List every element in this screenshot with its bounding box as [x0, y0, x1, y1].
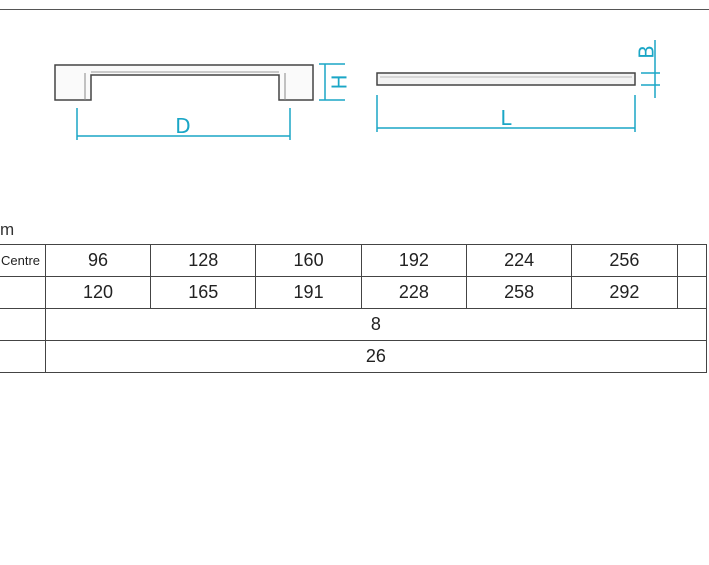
top-border-line: [0, 9, 709, 10]
h-dimension-label: H: [328, 74, 352, 89]
handle-top-view: [376, 72, 636, 86]
table-cell: 192: [360, 244, 468, 277]
row-header: [0, 340, 46, 373]
table-cell: 191: [255, 276, 362, 309]
d-dimension-label: D: [175, 114, 190, 138]
table-cell: 96: [44, 244, 152, 277]
table-cell: 165: [150, 276, 257, 309]
b-dimension: [641, 40, 660, 98]
table-cell: [676, 276, 708, 309]
table-row-length: 120 165 191 228 258 292: [0, 276, 708, 309]
row-header: [0, 308, 46, 341]
h-dimension: [319, 63, 345, 101]
table-cell: 256: [571, 244, 678, 277]
table-cell: 258: [465, 276, 573, 309]
table-cell: 228: [360, 276, 468, 309]
technical-drawing: H D B L: [54, 40, 660, 140]
unit-label-fragment: m: [0, 220, 15, 239]
table-cell: 224: [465, 244, 573, 277]
table-cell-span: 8: [44, 308, 708, 341]
row-header: [0, 276, 46, 309]
handle-side-view: [54, 64, 314, 101]
dimensions-table: Centre 96 128 160 192 224 256 120 165 19…: [0, 244, 708, 373]
table-cell: 120: [44, 276, 152, 309]
table-row-height: 26: [0, 340, 708, 373]
table-row-centre: Centre 96 128 160 192 224 256: [0, 244, 708, 277]
table-row-width: 8: [0, 308, 708, 341]
row-header-centre: Centre: [0, 244, 46, 277]
l-dimension-label: L: [500, 106, 512, 130]
l-dimension: [376, 95, 636, 132]
table-cell: 292: [571, 276, 678, 309]
table-cell: 160: [255, 244, 362, 277]
b-dimension-label: B: [635, 45, 659, 59]
table-cell: 128: [150, 244, 257, 277]
table-cell: [676, 244, 708, 277]
table-cell-span: 26: [44, 340, 708, 373]
d-dimension: [76, 108, 291, 140]
